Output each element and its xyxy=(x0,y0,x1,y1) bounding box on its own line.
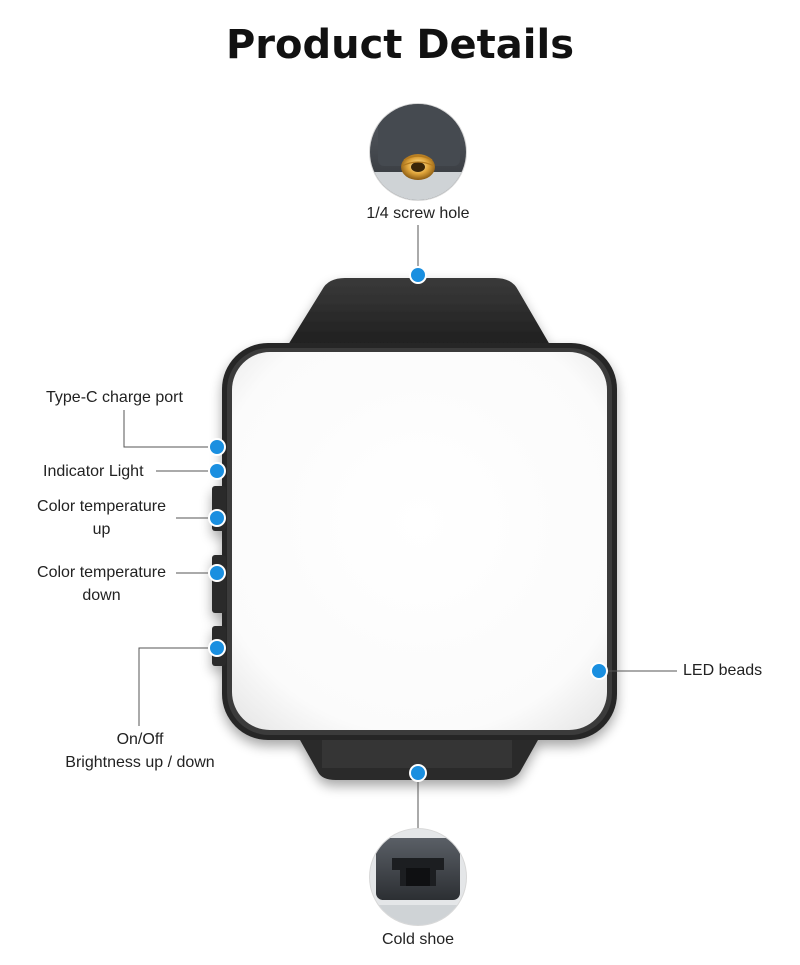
label-led-beads: LED beads xyxy=(683,662,763,679)
label-color-temp-down-line2: down xyxy=(82,587,121,604)
label-color-temp-down-line1: Color temperature xyxy=(37,564,166,581)
label-color-temp-up-line2: up xyxy=(92,521,111,538)
light-device xyxy=(212,278,617,780)
callout-dot-cold-shoe xyxy=(409,764,427,782)
page-title: Product Details xyxy=(225,22,575,68)
label-indicator-light: Indicator Light xyxy=(43,463,144,480)
callout-dot-ct-down xyxy=(208,564,226,582)
callout-dot-ct-up xyxy=(208,509,226,527)
label-color-temp-up: Color temperature up xyxy=(24,495,179,541)
label-cold-shoe: Cold shoe xyxy=(381,931,455,948)
leader-lines xyxy=(123,225,677,828)
callout-dot-led xyxy=(590,662,608,680)
label-onoff-line1: On/Off xyxy=(116,731,164,748)
callout-dot-onoff xyxy=(208,639,226,657)
label-color-temp-down: Color temperature down xyxy=(24,561,179,607)
callout-dot-screw-hole xyxy=(409,266,427,284)
callout-dot-indicator xyxy=(208,462,226,480)
cold-shoe-detail xyxy=(369,828,467,926)
label-onoff-brightness: On/Off Brightness up / down xyxy=(40,728,240,774)
label-screw-hole: 1/4 screw hole xyxy=(366,205,470,222)
label-onoff-line2: Brightness up / down xyxy=(65,754,215,771)
screw-hole-detail xyxy=(369,103,467,201)
label-color-temp-up-line1: Color temperature xyxy=(37,498,166,515)
callout-dot-type-c xyxy=(208,438,226,456)
label-type-c-port: Type-C charge port xyxy=(46,389,183,406)
